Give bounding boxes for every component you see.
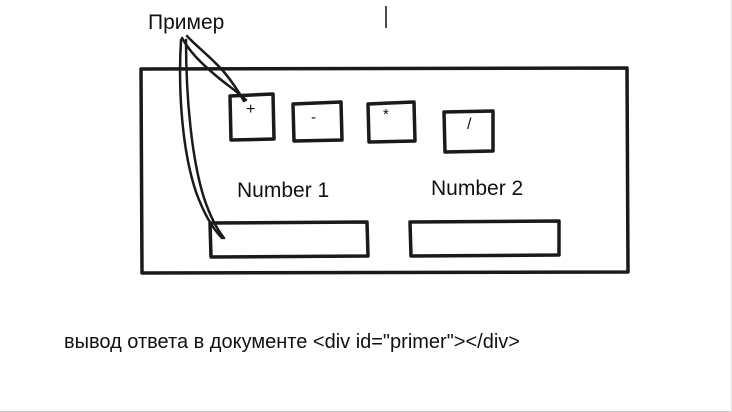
divide-sign: / — [467, 116, 472, 133]
plus-sign: + — [246, 101, 256, 118]
output-note: вывод ответа в документе <div id="primer… — [64, 331, 520, 353]
button-plus[interactable] — [228, 92, 276, 142]
minus-sign: - — [311, 109, 316, 126]
multiply-sign: * — [383, 106, 389, 123]
button-divide[interactable] — [442, 109, 495, 154]
sketch-title: Пример — [148, 11, 225, 34]
number2-label: Number 2 — [431, 177, 524, 200]
button-multiply[interactable] — [366, 100, 417, 144]
number2-input[interactable] — [408, 219, 561, 258]
annotation-line-to-button — [180, 34, 248, 103]
annotation-line-to-input — [178, 38, 226, 240]
number1-label: Number 1 — [237, 179, 330, 202]
button-minus[interactable] — [291, 100, 344, 143]
calculator-panel — [139, 66, 630, 275]
number1-input[interactable] — [208, 220, 370, 259]
